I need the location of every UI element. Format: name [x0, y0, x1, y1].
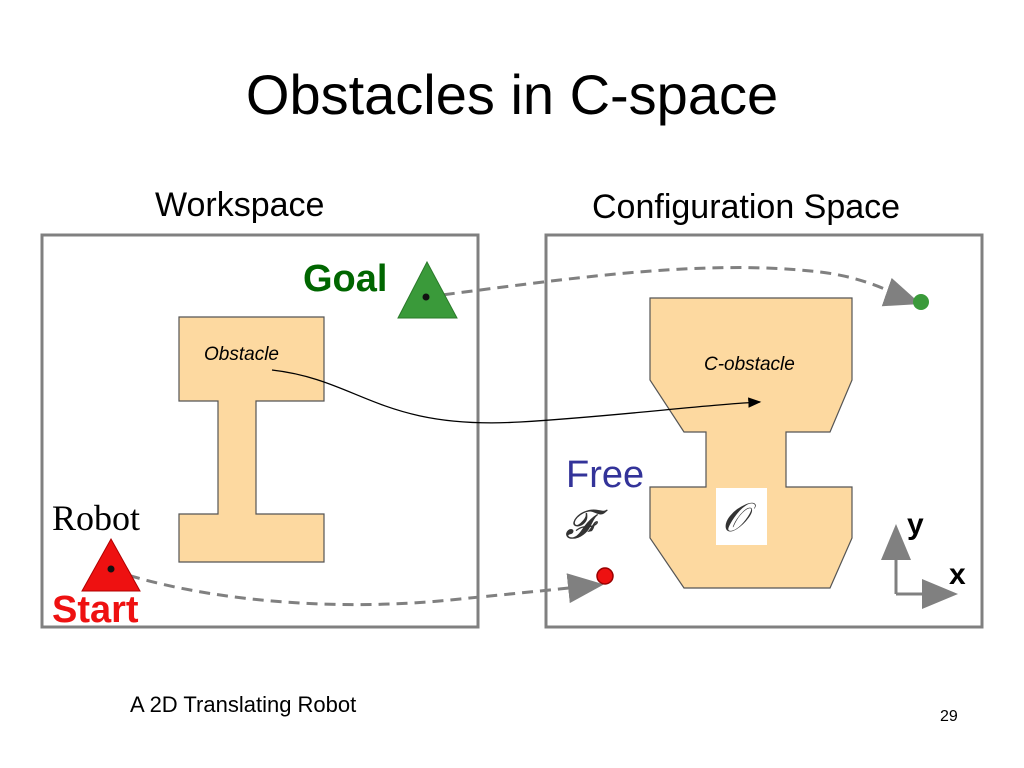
start-triangle: [81, 537, 141, 592]
free-label: Free: [566, 454, 644, 496]
goal-triangle: [397, 260, 458, 319]
c-obstacle-label: C-obstacle: [704, 354, 795, 375]
page-number: 29: [940, 708, 958, 725]
goal-reference-point: [422, 293, 430, 301]
robot-label: Robot: [52, 498, 140, 538]
obstacle-label: Obstacle: [204, 344, 279, 365]
goal-configuration-point: [913, 294, 929, 310]
workspace-obstacle: [178, 316, 325, 563]
start-dashed-arrow: [111, 568, 604, 607]
configuration-space-label: Configuration Space: [592, 188, 901, 226]
goal-label: Goal: [303, 258, 387, 300]
x-axis-label: x: [949, 558, 966, 591]
start-reference-point: [107, 565, 115, 573]
slide-title: Obstacles in C-space: [245, 63, 779, 126]
slide-caption: A 2D Translating Robot: [130, 692, 357, 717]
obstacle-symbol-box: [716, 488, 767, 545]
c-obstacle-shape: [649, 297, 853, 589]
mapping-arrow: [271, 369, 762, 424]
y-axis-label: y: [907, 508, 924, 541]
goal-dashed-arrow: [425, 266, 921, 307]
start-configuration-point: [596, 567, 614, 585]
start-label: Start: [52, 589, 139, 631]
workspace-label: Workspace: [155, 186, 325, 224]
